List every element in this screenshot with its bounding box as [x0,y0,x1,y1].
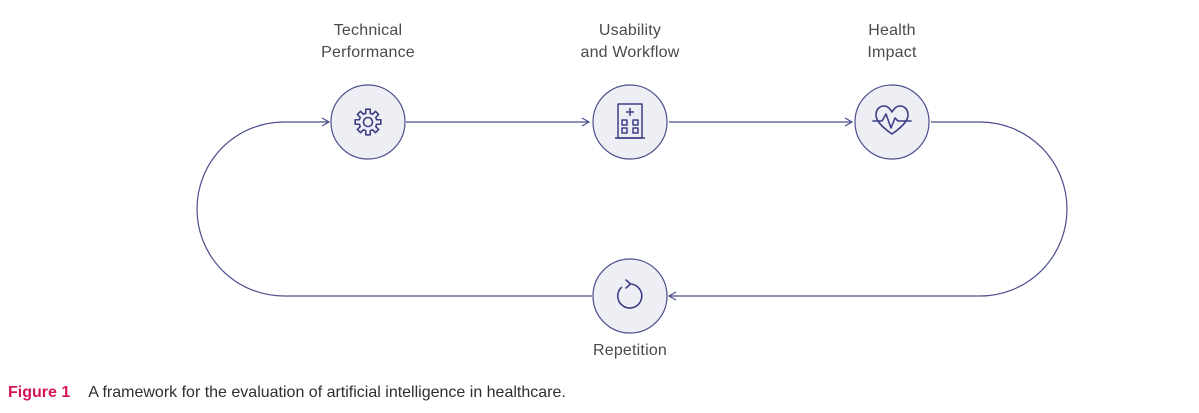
connector-health-to-repetition [667,121,1068,301]
gear-icon [354,108,382,136]
node-usability-workflow [592,84,668,160]
label-health-impact: Health Impact [867,22,917,61]
refresh-icon [617,279,643,309]
heart-pulse-icon [872,105,912,135]
node-health-impact [854,84,930,160]
figure-number: Figure 1 [8,384,71,401]
caption-text: A framework for the evaluation of artifi… [88,384,566,401]
hospital-icon [615,103,645,139]
label-technical-performance: Technical Performance [321,22,415,61]
node-repetition [592,258,668,334]
figure-caption: Figure 1 A framework for the evaluation o… [8,384,566,402]
node-technical-performance [330,84,406,160]
label-repetition: Repetition [592,342,668,359]
connector-repetition-to-technical [196,117,592,297]
label-usability-workflow: Usability and Workflow [580,22,680,61]
